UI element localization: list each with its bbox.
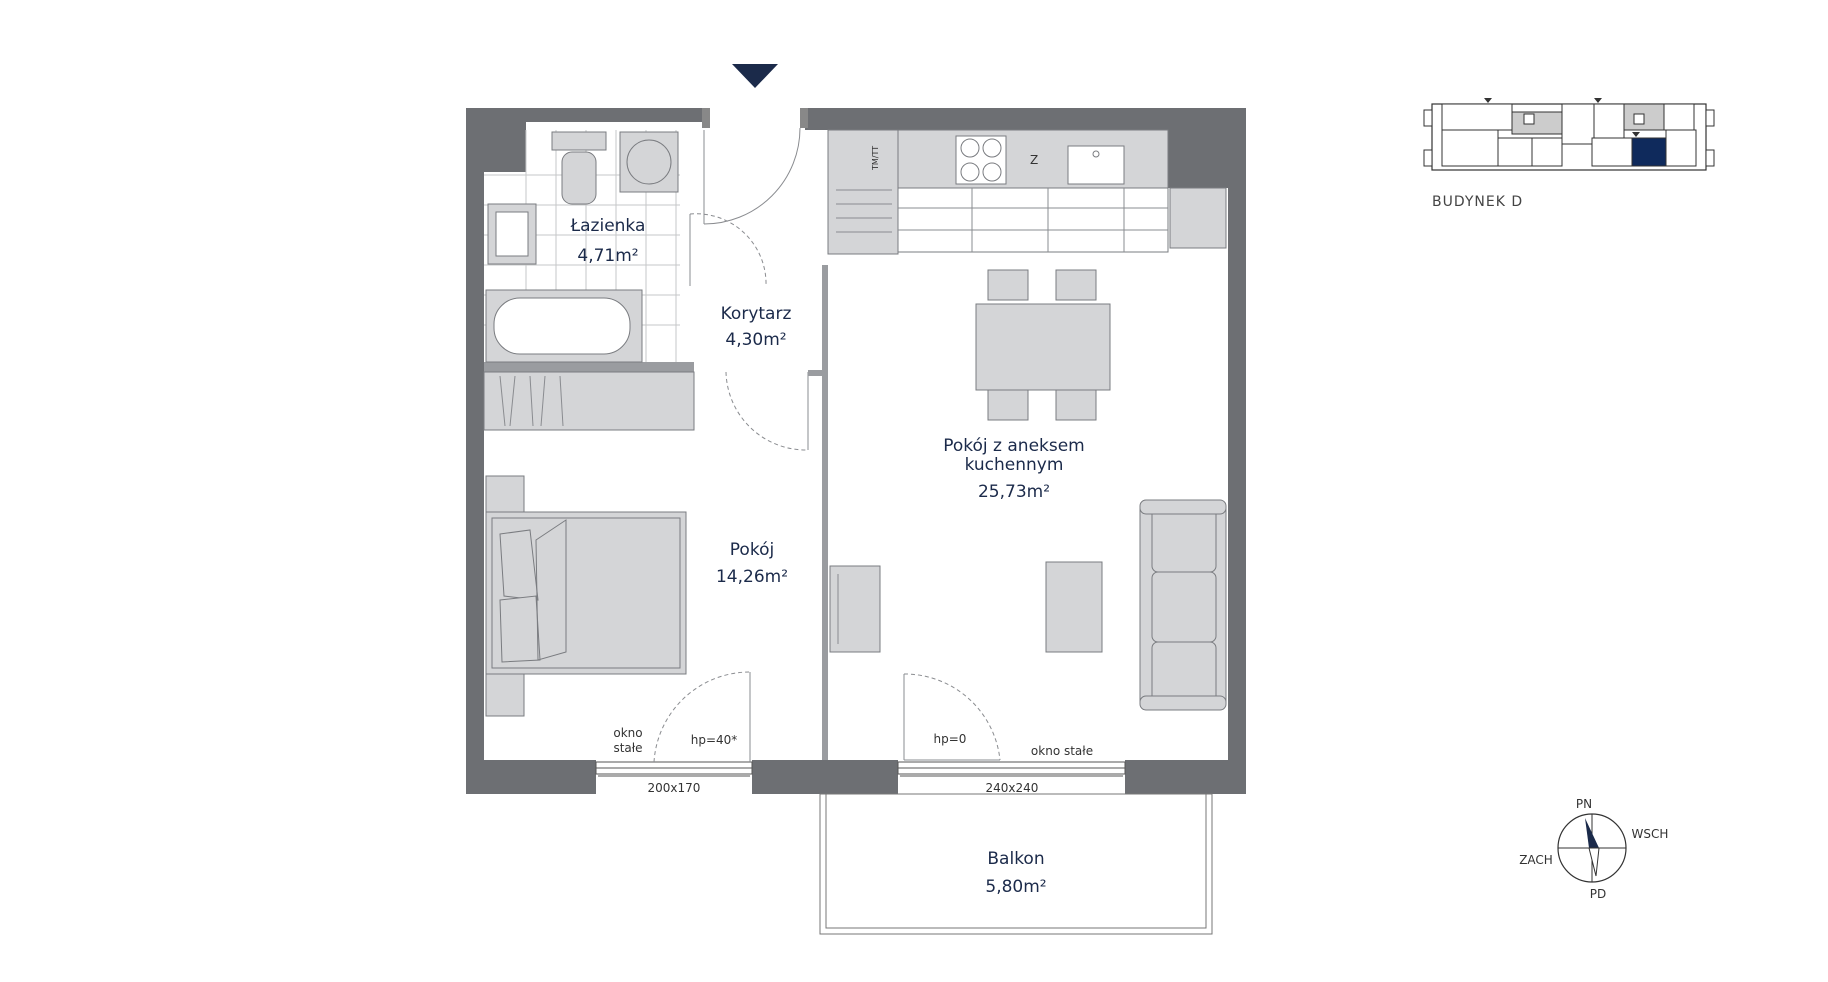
compass-icon (1557, 813, 1627, 883)
compass-north: PN (1576, 797, 1592, 811)
kitchen-counter (827, 129, 1227, 255)
wardrobe-icon (483, 371, 695, 431)
left-window-sill: hp=40* (691, 733, 738, 747)
sink-label: Z (1030, 153, 1038, 167)
bathtub-icon (485, 289, 643, 363)
balcony-outline (819, 793, 1213, 935)
bedroom-name: Pokój (730, 540, 774, 560)
washing-machine-icon (619, 131, 679, 193)
corridor-area: 4,30m² (725, 330, 786, 350)
living-name-line2: kuchennym (965, 455, 1064, 475)
coffee-table-icon (1045, 561, 1103, 653)
living-name-line1: Pokój z aneksem (943, 436, 1085, 456)
bed-icon (485, 475, 687, 717)
left-window-label-line2: stałe (613, 741, 642, 755)
balcony-area: 5,80m² (985, 877, 1046, 897)
compass-east: WSCH (1632, 827, 1669, 841)
sofa-icon (1139, 499, 1227, 711)
desk-icon (829, 565, 881, 653)
compass-south: PD (1590, 887, 1606, 901)
compass-west: ZACH (1519, 853, 1553, 867)
bathroom-area: 4,71m² (577, 246, 638, 266)
right-window-sill: hp=0 (934, 732, 967, 746)
fridge-label: TM/TT (871, 146, 880, 171)
walls (466, 108, 1246, 794)
toilet-icon (551, 131, 607, 205)
left-window-label-line1: okno (613, 726, 642, 740)
bathroom-name: Łazienka (570, 216, 646, 236)
living-area: 25,73m² (978, 482, 1050, 502)
dining-table-icon (975, 269, 1111, 421)
bedroom-area: 14,26m² (716, 567, 788, 587)
right-window-label: okno stałe (1031, 744, 1093, 758)
balcony-name: Balkon (987, 849, 1044, 869)
building-label: BUDYNEK D (1432, 194, 1523, 210)
bottom-windows (595, 761, 1126, 777)
bathroom-sink-icon (487, 203, 537, 265)
corridor-name: Korytarz (721, 304, 792, 324)
right-window-size: 240x240 (986, 781, 1039, 795)
entrance-marker-icon (732, 64, 778, 88)
left-window-size: 200x170 (648, 781, 701, 795)
building-keyplan (1423, 98, 1715, 171)
